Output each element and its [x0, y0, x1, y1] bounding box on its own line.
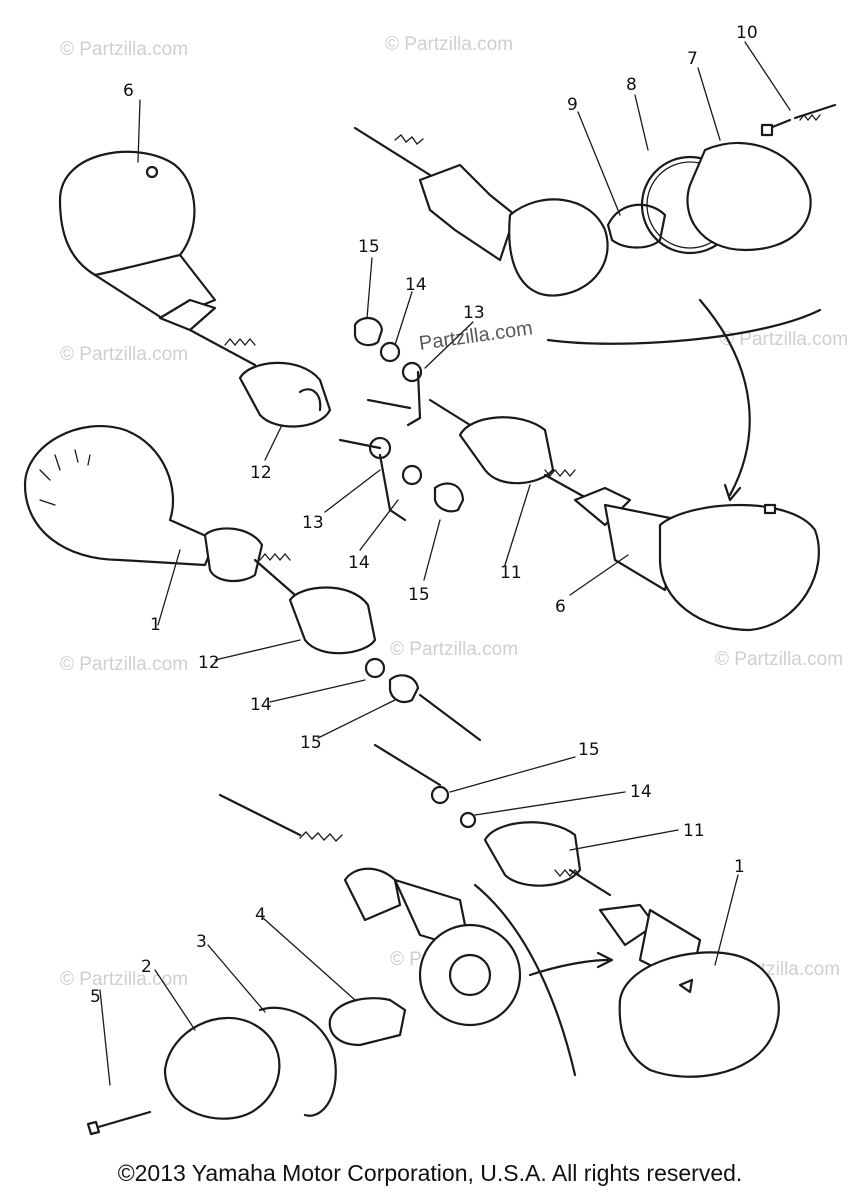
part-label-13: 13 — [302, 513, 324, 533]
part-label-13: 13 — [463, 303, 485, 323]
mounting-hardware-upper — [338, 317, 465, 522]
part-label-14: 14 — [348, 553, 370, 573]
watermark: © Partzilla.com — [60, 654, 188, 675]
watermark: © Partzilla.com — [715, 649, 843, 670]
watermark: © Partzilla.com — [60, 969, 188, 990]
part-label-5: 5 — [90, 987, 101, 1007]
leader-lines — [99, 41, 791, 1086]
part-label-15: 15 — [300, 733, 322, 753]
part-label-10: 10 — [736, 23, 758, 43]
part-label-6: 6 — [555, 597, 566, 617]
part-label-3: 3 — [196, 932, 207, 952]
part-label-1: 1 — [734, 857, 745, 877]
turn-signal-lower-right — [373, 743, 780, 1078]
part-label-12: 12 — [250, 463, 272, 483]
assembly-indicators — [473, 298, 822, 1077]
part-label-14: 14 — [250, 695, 272, 715]
watermark: © Partzilla.com — [390, 639, 518, 660]
turn-signal-rear-right — [353, 103, 837, 297]
part-labels: 6 9 8 7 10 15 14 13 12 13 14 15 11 6 1 1… — [90, 23, 758, 1007]
part-label-15: 15 — [408, 585, 430, 605]
part-label-12: 12 — [198, 653, 220, 673]
part-label-15: 15 — [578, 740, 600, 760]
part-label-2: 2 — [141, 957, 152, 977]
turn-signal-front-left — [23, 425, 482, 742]
turn-signal-rear-left — [58, 150, 332, 428]
part-label-14: 14 — [405, 275, 427, 295]
part-label-4: 4 — [255, 905, 266, 925]
turn-signal-middle-right — [428, 398, 820, 632]
part-label-8: 8 — [626, 75, 637, 95]
part-label-15: 15 — [358, 237, 380, 257]
part-label-9: 9 — [567, 95, 578, 115]
part-label-1: 1 — [150, 615, 161, 635]
watermark: © Partzilla.com — [720, 329, 848, 350]
part-label-7: 7 — [687, 49, 698, 69]
watermark: © Partzilla.com — [60, 39, 188, 60]
watermark: © Partzilla.com — [385, 34, 513, 55]
turn-signal-front-exploded — [86, 793, 522, 1136]
part-label-14: 14 — [630, 782, 652, 802]
part-label-11: 11 — [683, 821, 705, 841]
part-label-6: 6 — [123, 81, 134, 101]
part-label-11: 11 — [500, 563, 522, 583]
copyright-notice: ©2013 Yamaha Motor Corporation, U.S.A. A… — [117, 1160, 743, 1186]
watermark: © Partzilla.com — [60, 344, 188, 365]
